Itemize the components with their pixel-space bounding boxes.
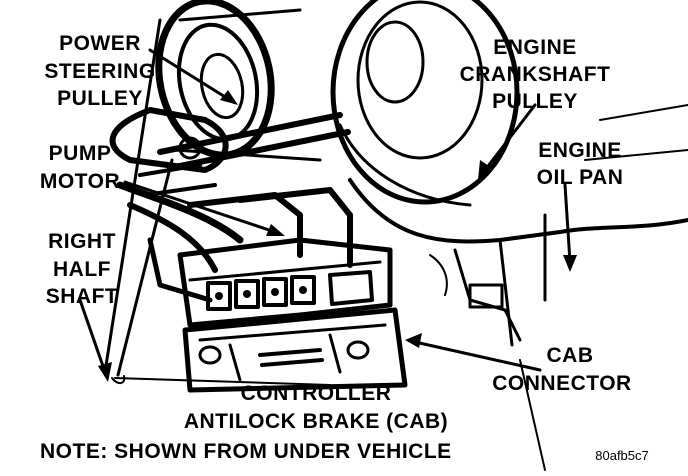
cab-connector-label: CAB CONNECTOR xyxy=(492,344,631,395)
drive-belt xyxy=(157,112,351,171)
label-line: CRANKSHAFT xyxy=(460,63,611,86)
controller-label: CONTROLLER ANTILOCK BRAKE (CAB) xyxy=(184,382,448,433)
label-line: ANTILOCK BRAKE (CAB) xyxy=(184,410,448,433)
label-line: ENGINE xyxy=(538,139,622,162)
pump-motor-label: PUMP MOTOR xyxy=(40,142,120,193)
power-steering-pulley-label: POWER STEERING PULLEY xyxy=(44,32,155,110)
label-line: PULLEY xyxy=(57,87,143,110)
label-line: ENGINE xyxy=(493,36,577,59)
label-line: RIGHT xyxy=(48,230,116,253)
leader-lines xyxy=(78,48,577,382)
engine-oil-pan-art xyxy=(348,104,688,347)
label-line: CONNECTOR xyxy=(492,372,631,395)
label-line: SHAFT xyxy=(46,285,119,308)
right-half-shaft-label: RIGHT HALF SHAFT xyxy=(46,230,119,308)
engine-crankshaft-pulley-art xyxy=(330,0,520,207)
label-line: PULLEY xyxy=(492,90,578,113)
engine-oil-pan-label: ENGINE OIL PAN xyxy=(537,139,624,189)
engine-crankshaft-pulley-label: ENGINE CRANKSHAFT PULLEY xyxy=(460,36,611,113)
label-line: HALF xyxy=(53,258,111,281)
illustration xyxy=(103,0,688,471)
label-line: MOTOR xyxy=(40,170,120,193)
view-note: NOTE: SHOWN FROM UNDER VEHICLE xyxy=(40,440,452,463)
brake-lines-art xyxy=(116,181,353,303)
label-line: CAB xyxy=(547,344,594,367)
label-line: STEERING xyxy=(44,60,155,83)
label-line: POWER xyxy=(59,32,141,55)
figure-code: 80afb5c7 xyxy=(595,448,649,463)
label-line: OIL PAN xyxy=(537,166,624,189)
label-line: CONTROLLER xyxy=(241,382,392,405)
controller-cab-art xyxy=(182,307,408,393)
hydraulic-control-unit-art xyxy=(177,237,393,328)
label-line: PUMP xyxy=(49,142,112,165)
